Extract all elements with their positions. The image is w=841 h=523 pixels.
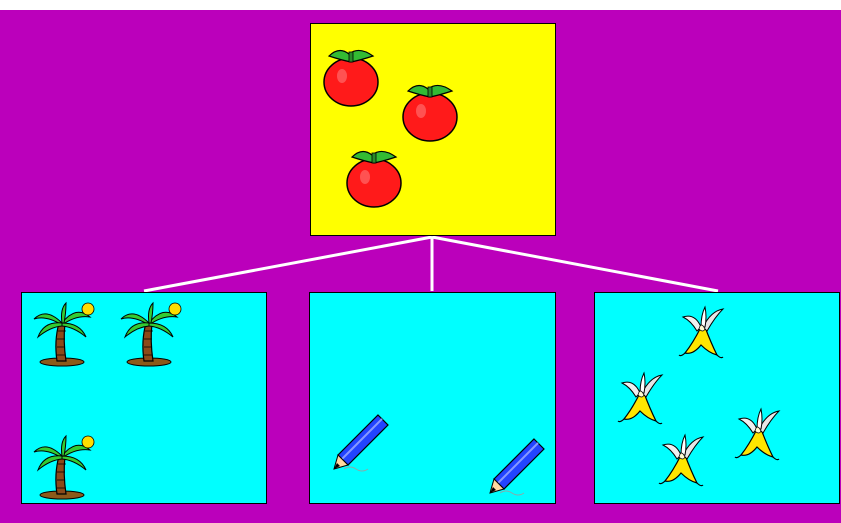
- palm-tree-icon: [32, 301, 96, 367]
- choice-box-pencils[interactable]: [309, 292, 556, 504]
- tomato-icon: [321, 44, 381, 108]
- tomato-icon: [344, 145, 404, 209]
- palm-tree-icon: [119, 301, 183, 367]
- pencil-icon: [330, 411, 392, 473]
- banana-icon: [671, 303, 731, 365]
- target-box: [310, 23, 556, 236]
- banana-icon: [651, 431, 711, 493]
- banana-icon: [727, 405, 787, 467]
- tomato-icon: [400, 79, 460, 143]
- pencil-icon: [486, 435, 548, 497]
- palm-tree-icon: [32, 434, 96, 500]
- top-strip: [0, 0, 841, 10]
- choice-box-palm-trees[interactable]: [21, 292, 267, 504]
- banana-icon: [607, 369, 673, 431]
- choice-box-bananas[interactable]: [594, 292, 840, 504]
